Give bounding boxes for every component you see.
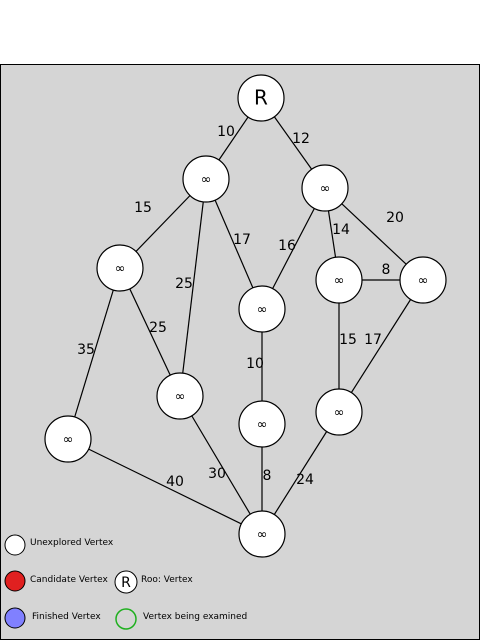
vertex-circle-i (238, 400, 286, 448)
edge-weight-a-d: 17 (233, 232, 251, 248)
vertex-d[interactable]: ∞ (238, 285, 286, 333)
vertex-distance-d: ∞ (257, 303, 268, 318)
vertex-i[interactable]: ∞ (238, 400, 286, 448)
vertex-circle-h (156, 372, 204, 420)
graph-background (0, 64, 480, 640)
graph-diagram: 10 12 15 17 25 16 14 20 8 25 35 10 15 17 40 30 8 24 R ∞ ∞ ∞ ∞… (0, 64, 480, 640)
vertex-circle-f (399, 256, 447, 304)
vertex-circle-c (96, 244, 144, 292)
legend-root-label: Roo: Vertex (141, 575, 193, 585)
vertex-distance-g: ∞ (63, 433, 74, 448)
edge-weight-r-b: 12 (292, 131, 310, 147)
vertex-distance-j: ∞ (334, 406, 345, 421)
vertex-distance-h: ∞ (175, 390, 186, 405)
vertex-circle-e (315, 256, 363, 304)
vertex-circle-b (301, 164, 349, 212)
vertex-circle-a (182, 155, 230, 203)
vertex-c[interactable]: ∞ (96, 244, 144, 292)
vertex-distance-c: ∞ (115, 262, 126, 277)
edge-weight-r-a: 10 (217, 124, 235, 140)
edge-weight-a-h: 25 (175, 276, 193, 292)
vertex-distance-i: ∞ (257, 418, 268, 433)
edge-weight-h-k: 30 (208, 466, 226, 482)
vertex-circle-r (237, 74, 285, 122)
edge-weight-b-d: 16 (278, 238, 296, 254)
edge-f-j (338, 279, 424, 413)
edge-g-k (67, 438, 263, 535)
legend-unexplored-label: Unexplored Vertex (30, 538, 114, 548)
vertex-distance-k: ∞ (257, 528, 268, 543)
edge-weight-j-k: 24 (296, 472, 314, 488)
vertex-circle-g (44, 415, 92, 463)
vertex-r[interactable]: R (237, 74, 285, 122)
vertex-a[interactable]: ∞ (182, 155, 230, 203)
legend: Unexplored Vertex Candidate Vertex R Roo… (4, 534, 247, 630)
edge-weight-c-g: 35 (77, 342, 95, 358)
edge-weights-layer: 10 12 15 17 25 16 14 20 8 25 35 10 15 17 40 30 8 24 (77, 124, 404, 490)
edge-weight-e-j: 15 (339, 332, 357, 348)
vertex-e[interactable]: ∞ (315, 256, 363, 304)
edge-a-h (179, 178, 207, 397)
legend-candidate-label: Candidate Vertex (30, 575, 108, 585)
graph-panel: 10 12 15 17 25 16 14 20 8 25 35 10 15 17 40 30 8 24 R ∞ ∞ ∞ ∞… (0, 64, 480, 640)
legend-root-symbol: R (121, 575, 131, 591)
legend-candidate-swatch (4, 570, 26, 592)
edge-weight-b-f: 20 (386, 210, 404, 226)
edge-weight-i-k: 8 (263, 468, 272, 484)
vertex-h[interactable]: ∞ (156, 372, 204, 420)
legend-root-swatch (114, 570, 138, 594)
edge-j-k (261, 411, 340, 535)
legend-examined-label: Vertex being examined (143, 612, 247, 622)
legend-unexplored-swatch (4, 534, 26, 556)
edge-weight-e-f: 8 (382, 262, 391, 278)
edge-c-g (67, 267, 121, 440)
vertex-j[interactable]: ∞ (315, 388, 363, 436)
vertex-distance-a: ∞ (201, 173, 212, 188)
vertex-circle-d (238, 285, 286, 333)
vertex-distance-b: ∞ (320, 182, 331, 197)
edge-weight-b-e: 14 (332, 222, 350, 238)
vertices-layer: R ∞ ∞ ∞ ∞ ∞ ∞ ∞ ∞ ∞ ∞ ∞ (44, 74, 447, 558)
vertex-b[interactable]: ∞ (301, 164, 349, 212)
root-vertex-label: R (254, 86, 268, 110)
edge-weight-g-k: 40 (166, 474, 184, 490)
legend-finished-label: Finished Vertex (32, 612, 101, 622)
vertex-g[interactable]: ∞ (44, 415, 92, 463)
vertex-circle-j (315, 388, 363, 436)
vertex-k[interactable]: ∞ (238, 510, 286, 558)
vertex-f[interactable]: ∞ (399, 256, 447, 304)
vertex-distance-f: ∞ (418, 274, 429, 289)
edge-weight-f-j: 17 (364, 332, 382, 348)
vertex-distance-e: ∞ (334, 274, 345, 289)
legend-examined-swatch (115, 608, 137, 630)
edge-weight-c-h: 25 (149, 320, 167, 336)
edge-h-k (179, 395, 263, 535)
edge-weight-a-c: 15 (134, 200, 152, 216)
vertex-circle-k (238, 510, 286, 558)
legend-finished-swatch (4, 607, 26, 629)
edge-weight-d-i: 10 (246, 356, 264, 372)
